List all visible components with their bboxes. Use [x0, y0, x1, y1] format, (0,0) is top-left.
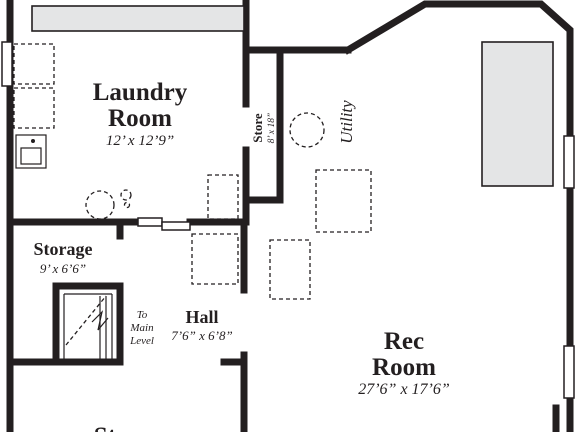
- right-window-lower: [563, 345, 575, 399]
- fixtures: [13, 41, 554, 300]
- laundry-sink: [15, 134, 47, 169]
- sink-faucet-icon: [31, 139, 35, 143]
- stair-direction-line: [65, 295, 107, 346]
- utility-unit-placeholder: [269, 239, 311, 300]
- windows: [1, 5, 575, 399]
- left-window: [1, 41, 13, 87]
- rec-dims: 27’6” x 17’6”: [358, 381, 450, 398]
- rec-name-line1: Rec: [384, 328, 424, 355]
- walls: [6, 0, 574, 432]
- utility-name: Utility: [337, 100, 356, 144]
- storage-dims: 9’ x 6’6”: [40, 261, 86, 276]
- store-closet-name: Store: [250, 113, 265, 143]
- stairs-note-line2: Main: [129, 322, 154, 334]
- laundry-small-circle-2: [123, 201, 131, 209]
- laundry-counter: [31, 5, 245, 32]
- hall-name: Hall: [185, 307, 218, 327]
- storage-name: Storage: [34, 239, 93, 259]
- laundry-door-left-leaf: [137, 217, 163, 227]
- laundry-drain-circle: [85, 190, 115, 220]
- laundry-name-line2: Room: [108, 105, 172, 132]
- rec-name-line2: Room: [372, 354, 436, 381]
- laundry-name-line1: Laundry: [93, 79, 188, 106]
- laundry-door-right-leaf: [161, 221, 191, 231]
- hall-cabinet-placeholder: [191, 233, 239, 285]
- washer-placeholder: [13, 43, 55, 85]
- rec-room-counter: [481, 41, 554, 187]
- right-window-upper: [563, 135, 575, 189]
- stairs-note-line3: Level: [129, 335, 154, 347]
- store-closet-dims: 8’ x 18”: [267, 113, 277, 144]
- room-labels: Laundry Room 12’ x 12’9” Store 8’ x 18” …: [34, 79, 450, 432]
- bottom-store-name: Store: [94, 423, 150, 432]
- water-heater-circle: [289, 112, 325, 148]
- hall-dims: 7’6” x 6’8”: [171, 328, 232, 343]
- stair-break-icon: [91, 310, 109, 331]
- laundry-dims: 12’ x 12’9”: [106, 133, 174, 149]
- dryer-placeholder: [13, 87, 55, 129]
- furnace-placeholder: [315, 169, 372, 233]
- laundry-cabinet-placeholder: [207, 174, 239, 220]
- stairs: [63, 293, 113, 360]
- stairs-note-line1: To: [137, 309, 148, 321]
- laundry-sink-basin: [20, 147, 42, 165]
- laundry-small-circle-1: [120, 189, 132, 201]
